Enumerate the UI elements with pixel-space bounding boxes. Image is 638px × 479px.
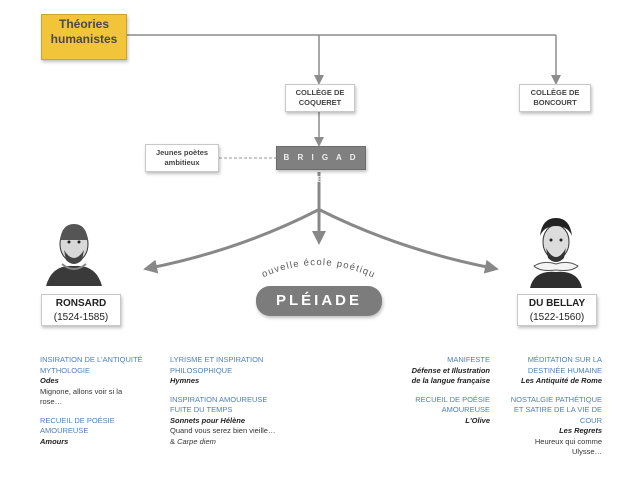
ronsard-c2-quote1: Quand vous serez bien vieille… bbox=[170, 426, 276, 435]
ronsard-works-col1: INSIRATION DE L'ANTIQUITÉ MYTHOLOGIE Ode… bbox=[40, 355, 150, 447]
dubellay-works-col1: MANIFESTE Défense et Illustration de la … bbox=[385, 355, 490, 426]
ronsard-c2-work1: Hymnes bbox=[170, 376, 200, 385]
theories-humanistes-box: Théories humanistes bbox=[41, 14, 127, 60]
dubellay-c2-theme5: COUR bbox=[579, 415, 602, 425]
ronsard-c2-quote2: & Carpe diem bbox=[170, 437, 290, 448]
ronsard-c1-quote2: rose… bbox=[40, 397, 63, 406]
dubellay-c2-theme3: NOSTALGIE PATHÉTIQUE bbox=[510, 394, 602, 404]
pleiade-label: PLÉIADE bbox=[275, 292, 362, 309]
humanistes-line1: Théories bbox=[58, 17, 109, 31]
college-boncourt-box: COLLÈGE DE BONCOURT bbox=[519, 84, 591, 112]
ronsard-name: RONSARD bbox=[55, 298, 107, 309]
ronsard-c1-work1: Odes bbox=[40, 376, 59, 385]
ronsard-c1-quote1: Mignone, allons voir si la bbox=[40, 386, 123, 396]
ronsard-c1-theme3: RECUEIL DE POÉSIE bbox=[40, 415, 115, 425]
dubellay-portrait bbox=[530, 218, 582, 288]
coqueret-line1: COLLÈGE DE bbox=[295, 88, 345, 97]
pleiade-arrows bbox=[143, 172, 499, 274]
dubellay-c1-work1: Défense et Illustration bbox=[411, 365, 490, 375]
dubellay-c1-theme1: MANIFESTE bbox=[447, 355, 490, 364]
dubellay-c2-theme2: DESTINÉE HUMAINE bbox=[527, 365, 602, 375]
dubellay-c2-work2: Les Regrets bbox=[559, 426, 602, 435]
dubellay-name: DU BELLAY bbox=[528, 298, 586, 309]
boncourt-line2: BONCOURT bbox=[533, 98, 577, 107]
boncourt-line1: COLLÈGE DE bbox=[530, 88, 580, 97]
ronsard-name-box: RONSARD (1524-1585) bbox=[41, 294, 121, 326]
dubellay-works-col2: MÉDITATION SUR LA DESTINÉE HUMAINE Les A… bbox=[500, 355, 602, 458]
ronsard-dates: (1524-1585) bbox=[53, 312, 109, 323]
ronsard-c2-theme4: FUITE DU TEMPS bbox=[170, 405, 233, 414]
ronsard-c2-theme2: PHILOSOPHIQUE bbox=[170, 365, 233, 375]
humanistes-line2: humanistes bbox=[50, 32, 118, 46]
dubellay-c2-work1: Les Antiquité de Rome bbox=[521, 376, 602, 385]
dubellay-c2-theme4: ET SATIRE DE LA VIE DE bbox=[513, 405, 602, 414]
dubellay-c1-work3: L'Olive bbox=[465, 415, 490, 425]
top-connector bbox=[126, 34, 561, 147]
coqueret-line2: COQUERET bbox=[298, 98, 342, 107]
dubellay-c1-theme2: RECUEIL DE POÉSIE bbox=[415, 394, 490, 404]
brigade-box: B R I G A D E bbox=[276, 146, 366, 184]
brigade-label: B R I G A D E bbox=[283, 153, 359, 184]
dubellay-c1-work2: de la langue française bbox=[411, 376, 490, 385]
college-coqueret-box: COLLÈGE DE COQUERET bbox=[285, 84, 355, 112]
ronsard-c2-theme3: INSPIRATION AMOUREUSE bbox=[170, 394, 268, 404]
jeunes-line1: Jeunes poètes bbox=[155, 148, 209, 157]
ronsard-c2-amp: & bbox=[170, 436, 178, 446]
jeunes-line2: ambitieux bbox=[164, 158, 200, 167]
ronsard-c1-theme1: INSIRATION DE L'ANTIQUITÉ bbox=[40, 355, 143, 364]
ronsard-c2-theme1: LYRISME ET INSPIRATION bbox=[170, 355, 264, 364]
ronsard-portrait bbox=[46, 224, 102, 286]
jeunes-poetes-box: Jeunes poètes ambitieux bbox=[145, 144, 219, 172]
pleiade-box: PLÉIADE bbox=[256, 286, 382, 316]
dubellay-c2-quote1: Heureux qui comme bbox=[534, 436, 602, 446]
dubellay-c2-theme1: MÉDITATION SUR LA bbox=[527, 355, 602, 364]
ronsard-c2-carpe: Carpe diem bbox=[177, 436, 216, 446]
dubellay-c2-quote2: Ulysse… bbox=[571, 447, 602, 456]
ronsard-c1-theme2: MYTHOLOGIE bbox=[40, 365, 91, 375]
ronsard-works-col2: LYRISME ET INSPIRATION PHILOSOPHIQUE Hym… bbox=[170, 355, 290, 447]
ronsard-c2-work2: Sonnets pour Hélène bbox=[170, 415, 246, 425]
ronsard-c1-work2: Amours bbox=[40, 436, 69, 446]
ronsard-c1-theme4: AMOUREUSE bbox=[40, 426, 89, 435]
dubellay-c1-theme3: AMOUREUSE bbox=[441, 405, 490, 414]
dubellay-name-box: DU BELLAY (1522-1560) bbox=[517, 294, 597, 326]
dubellay-dates: (1522-1560) bbox=[529, 312, 585, 323]
